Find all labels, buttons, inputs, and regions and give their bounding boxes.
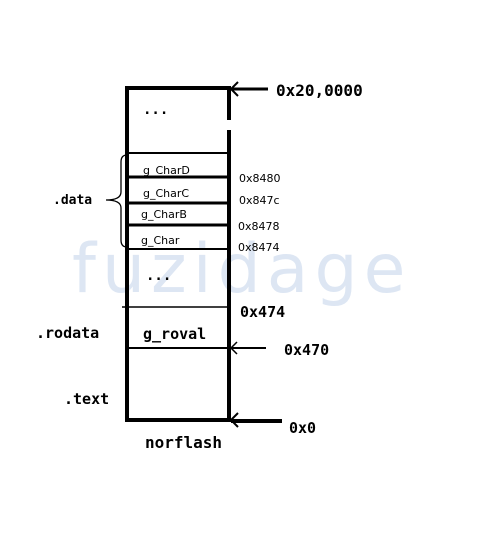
arrow-470-head [229,341,238,355]
section-text-label: .text [64,390,109,408]
arrow-0-head [229,412,239,428]
memory-column [125,86,231,422]
data-brace [105,154,128,248]
symbol-g-chard: g_CharD [143,164,190,177]
symbol-g-charb: g_CharB [141,208,187,221]
address-847c: 0x847c [239,194,280,207]
middle-ellipsis: ... [146,268,171,284]
section-rodata-label: .rodata [36,324,99,342]
address-top: 0x20,0000 [276,81,363,100]
address-8480: 0x8480 [239,172,281,185]
address-470: 0x470 [284,341,329,359]
address-8478: 0x8478 [238,220,280,233]
top-ellipsis: ... [143,102,168,118]
symbol-g-charc: g_CharC [143,187,189,200]
norflash-label: norflash [145,433,222,452]
top-arrow-head [229,81,239,97]
symbol-g-roval: g_roval [143,325,206,343]
address-474: 0x474 [240,303,285,321]
address-0: 0x0 [289,419,316,437]
address-8474: 0x8474 [238,241,280,254]
section-data-label: .data [53,193,92,208]
symbol-g-char: g_Char [141,234,180,247]
